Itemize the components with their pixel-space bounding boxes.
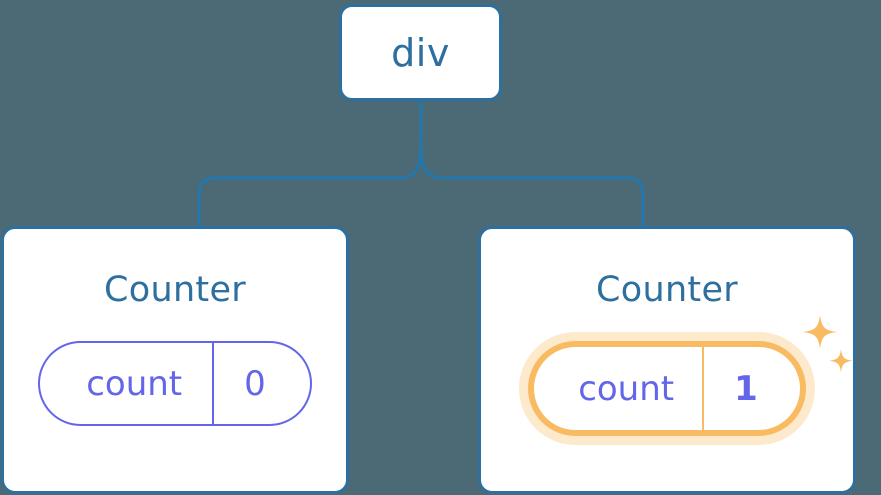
state-value: 1 bbox=[734, 368, 758, 409]
sparkle-group bbox=[802, 315, 853, 373]
card-title: Counter bbox=[104, 270, 246, 310]
state-key: count bbox=[86, 363, 183, 404]
card-title: Counter bbox=[596, 270, 738, 310]
sparkle-large-icon bbox=[802, 315, 837, 349]
state-pill[interactable]: count 0 bbox=[38, 341, 312, 426]
state-pill-highlighted[interactable]: count 1 bbox=[528, 341, 806, 436]
state-pill-wrapper: count 0 bbox=[38, 341, 312, 426]
connector-branch-left bbox=[197, 143, 423, 228]
connector-branch-right bbox=[419, 143, 645, 228]
state-pill-wrapper: count 1 bbox=[528, 315, 853, 436]
state-key: count bbox=[578, 368, 675, 409]
state-divider bbox=[702, 347, 705, 430]
node-div-label: div bbox=[391, 30, 450, 75]
sparkle-small-icon bbox=[829, 349, 853, 373]
state-divider bbox=[212, 343, 215, 424]
state-value: 0 bbox=[244, 363, 266, 404]
card-counter-right[interactable]: Counter count 1 bbox=[478, 226, 856, 494]
card-counter-left[interactable]: Counter count 0 bbox=[1, 226, 349, 494]
node-div[interactable]: div bbox=[339, 4, 502, 101]
